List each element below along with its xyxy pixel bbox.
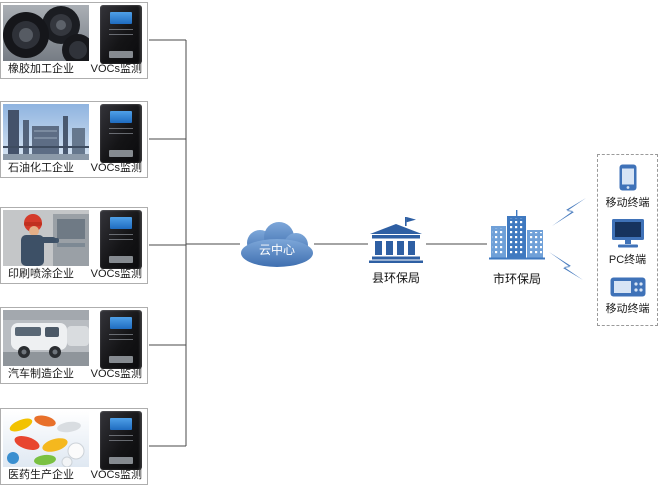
enterprise-box-pharma: 医药生产企业 VOCs监测 [0, 408, 148, 485]
pills-photo [3, 411, 89, 467]
pc-monitor-icon [611, 219, 644, 248]
device-text-line [109, 34, 133, 35]
device-text-line [109, 128, 133, 129]
device-plate [109, 256, 133, 263]
terminals-panel: 移动终端 PC终端 移动终端 [597, 154, 658, 326]
county-bureau-label: 县环保局 [371, 271, 421, 285]
enterprise-box-automobile: 汽车制造企业 VOCs监测 [0, 307, 148, 384]
device-plate [109, 51, 133, 58]
refinery-photo [3, 104, 89, 160]
device-screen [110, 217, 132, 229]
enterprise-label: 石油化工企业 [8, 162, 74, 174]
monitor-label: VOCs监测 [90, 368, 142, 380]
government-building-icon [369, 217, 423, 263]
tires-photo [3, 5, 89, 61]
monitor-label: VOCs监测 [90, 63, 142, 75]
device-plate [109, 356, 133, 363]
enterprise-label: 橡胶加工企业 [8, 63, 74, 75]
device-screen [110, 418, 132, 430]
monitor-label: VOCs监测 [90, 162, 142, 174]
device-text-line [109, 133, 133, 134]
county-bureau: 县环保局 [368, 217, 424, 285]
terminal-label: 移动终端 [605, 303, 650, 316]
enterprise-box-petrochemical: 石油化工企业 VOCs监测 [0, 101, 148, 178]
vocs-monitor-device [100, 5, 142, 64]
device-text-line [109, 334, 133, 335]
enterprise-label: 印刷喷涂企业 [8, 268, 74, 280]
enterprise-label: 汽车制造企业 [8, 368, 74, 380]
device-screen [110, 317, 132, 329]
spray-worker-photo [3, 210, 89, 266]
device-screen [110, 12, 132, 24]
device-text-line [109, 29, 133, 30]
cloud-icon [241, 222, 313, 267]
city-bureau-label: 市环保局 [492, 272, 542, 286]
vocs-monitor-device [100, 411, 142, 470]
vocs-monitor-device [100, 210, 142, 269]
device-text-line [109, 440, 133, 441]
lightning-bolt-icon [549, 252, 583, 280]
device-text-line [109, 435, 133, 436]
monitor-label: VOCs监测 [90, 469, 142, 481]
vocs-monitor-device [100, 104, 142, 163]
terminal-label: 移动终端 [605, 196, 650, 209]
mobile-phone-icon [619, 164, 636, 191]
device-plate [109, 457, 133, 464]
city-bureau: 市环保局 [489, 210, 545, 286]
lightning-bolt-icon [552, 198, 586, 226]
car-factory-photo [3, 310, 89, 366]
city-buildings-icon [489, 210, 545, 260]
vocs-monitor-device [100, 310, 142, 369]
handheld-terminal-icon [610, 277, 645, 297]
device-plate [109, 150, 133, 157]
enterprise-label: 医药生产企业 [8, 469, 74, 481]
terminal-mobile-bottom: 移动终端 [606, 277, 650, 316]
cloud-center: 云中心 [238, 221, 316, 268]
cloud-label: 云中心 [258, 243, 295, 257]
terminal-pc: PC终端 [609, 219, 646, 267]
device-text-line [109, 239, 133, 240]
device-text-line [109, 339, 133, 340]
device-text-line [109, 234, 133, 235]
enterprise-box-rubber: 橡胶加工企业 VOCs监测 [0, 2, 148, 79]
terminal-label: PC终端 [608, 254, 647, 267]
monitor-label: VOCs监测 [90, 268, 142, 280]
device-screen [110, 111, 132, 123]
terminal-mobile-top: 移动终端 [606, 164, 650, 210]
enterprise-box-printing: 印刷喷涂企业 VOCs监测 [0, 207, 148, 284]
